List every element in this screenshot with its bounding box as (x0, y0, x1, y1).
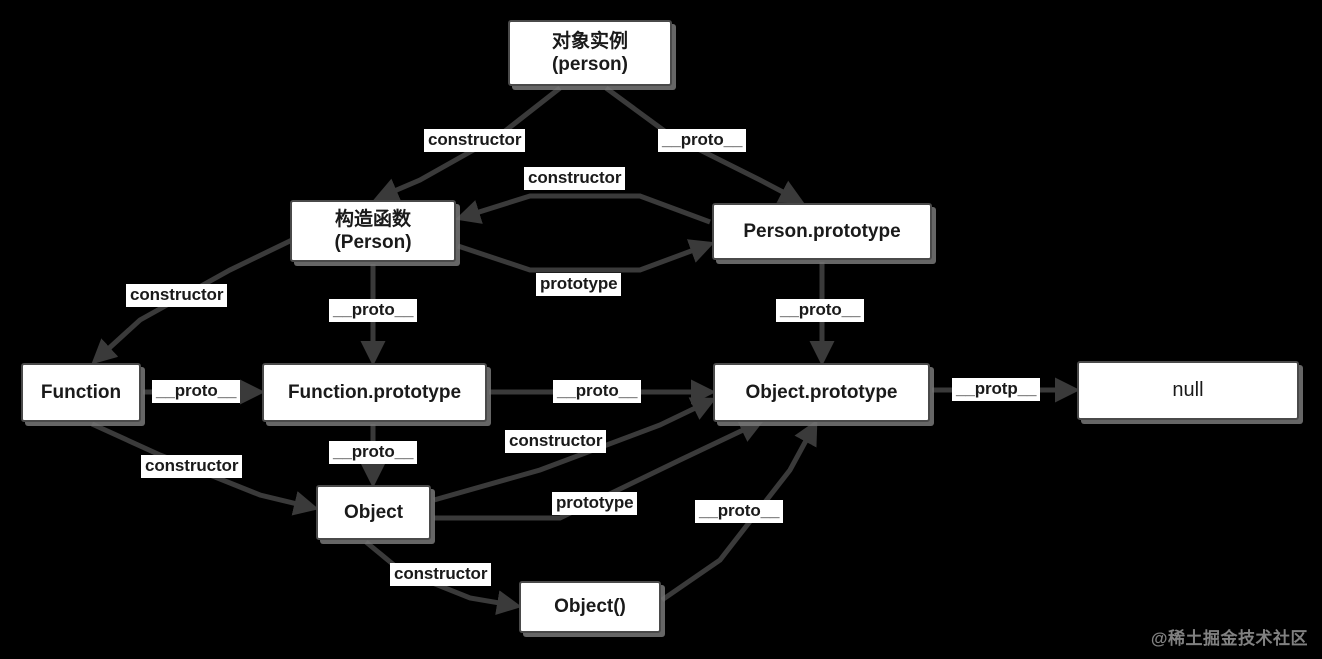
edge-label-constructor-ctor-to-function: constructor (126, 284, 228, 307)
edge-label-constructor-person-to-ctor: constructor (424, 129, 526, 152)
edge-person-to-ctor (373, 86, 562, 202)
edge-label-constructor-person-prototype-to-ctor: constructor (524, 167, 626, 190)
edge-label-proto-object-call-to-object-prototype: __proto__ (695, 500, 784, 523)
edge-person-to-person-prototype (604, 85, 805, 204)
edge-object-to-object-proto (434, 419, 765, 521)
node-function[interactable]: Function (21, 363, 141, 422)
edge-label-proto-person-prototype-to-object-prototype: __proto__ (776, 299, 865, 322)
node-object[interactable]: Object (316, 485, 431, 540)
edge-label-protp-object-prototype-to-null: __protp__ (952, 378, 1041, 401)
edge-label-proto-function-to-function-prototype: __proto__ (152, 380, 241, 403)
node-person[interactable]: 对象实例 (person) (508, 20, 672, 86)
edge-label-prototype-ctor-to-person-prototype: prototype (536, 273, 622, 296)
node-object-call[interactable]: Object() (519, 581, 661, 633)
node-person-prototype[interactable]: Person.prototype (712, 203, 932, 260)
edge-label-constructor-object-to-object-call: constructor (390, 563, 492, 586)
node-function-prototype[interactable]: Function.prototype (262, 363, 487, 422)
node-person-constructor[interactable]: 构造函数 (Person) (290, 200, 456, 262)
edge-label-prototype-object-to-object-prototype: prototype (552, 492, 638, 515)
edge-label-proto-function-prototype-to-object-prototype: __proto__ (553, 380, 642, 403)
edge-person-prototype-to-ctor (455, 193, 711, 225)
edge-label-constructor-object-to-object-prototype: constructor (505, 430, 607, 453)
edge-label-constructor-function-to-object: constructor (141, 455, 243, 478)
edge-ctor-to-person-prototype (457, 239, 715, 273)
watermark: @稀土掘金技术社区 (1150, 629, 1308, 648)
node-object-prototype[interactable]: Object.prototype (713, 363, 930, 422)
node-null[interactable]: null (1077, 361, 1299, 420)
edge-label-proto-ctor-to-function-prototype: __proto__ (329, 299, 418, 322)
edge-label-proto-function-prototype-to-object: __proto__ (329, 441, 418, 464)
edge-label-proto-person-to-person-prototype: __proto__ (658, 129, 747, 152)
